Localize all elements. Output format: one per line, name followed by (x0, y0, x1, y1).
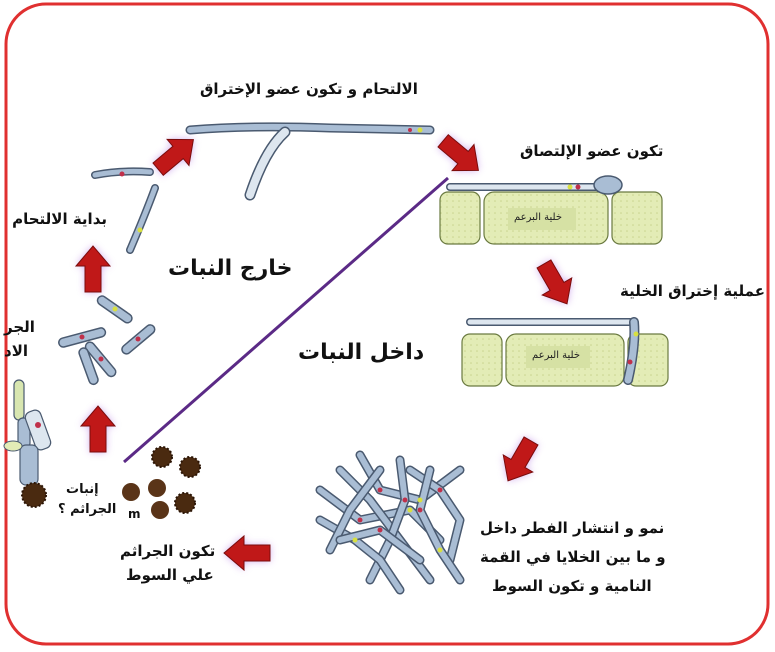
plant-cells-1 (440, 176, 662, 244)
label-fusion-appressorium: الالتحام و تكون عضو الإختراق (200, 80, 418, 98)
nucleus-dot (353, 538, 358, 543)
nucleus-dot (378, 528, 383, 533)
arrow-to-growth (493, 432, 545, 489)
arrow-to-spore-formation (224, 536, 270, 570)
label-spore-formation-1: تكون الجراثم (120, 542, 215, 560)
label-growth-3: النامية و تكون السوط (492, 577, 652, 595)
label-growth-2: و ما بين الخلايا في القمة (480, 548, 666, 566)
nucleus-dot (438, 488, 443, 493)
arrow-to-fusion (147, 127, 204, 183)
nucleus-dot (403, 498, 408, 503)
arrow-to-penetration (529, 255, 581, 312)
label-germination-2: الجراثم ؟ (58, 502, 116, 517)
spores-cluster: m (122, 447, 200, 521)
nucleus-dot (438, 548, 443, 553)
label-outside-plant: خارج النبات (168, 256, 292, 281)
nucleus-dot (418, 498, 423, 503)
conidiophore (4, 380, 52, 507)
arrow-up-upper (76, 246, 110, 292)
label-spore-germ-2: الاد (4, 342, 28, 360)
nucleus-dot (408, 508, 413, 513)
label-adhesion-organ: تكون عضو الإلتصاق (520, 142, 663, 160)
nucleus-dot (378, 488, 383, 493)
label-inside-plant: داخل النبات (298, 340, 424, 365)
label-spore-formation-2: علي السوط (126, 566, 214, 584)
arrow-to-adhesion (432, 128, 489, 184)
label-fusion-start: بداية الالتحام (12, 210, 107, 228)
germinating-spores (58, 294, 157, 385)
nucleus-dot (358, 518, 363, 523)
label-bud-cell-1: خلية البرعم (514, 212, 562, 223)
diagonal-divider (124, 178, 448, 462)
label-bud-cell-2: خلية البرعم (532, 350, 580, 361)
top-hypha (190, 127, 430, 195)
label-growth-1: نمو و انتشار الفطر داخل (480, 519, 664, 537)
svg-text:m: m (128, 507, 141, 521)
arrow-up-lower (81, 406, 115, 452)
label-cell-penetration: عملية إختراق الخلية (620, 282, 765, 300)
label-germination-1: إنبات (66, 482, 99, 497)
label-spore-germ-1: الجر (4, 318, 35, 336)
nucleus-dot (418, 508, 423, 513)
hyphal-network (320, 455, 460, 590)
